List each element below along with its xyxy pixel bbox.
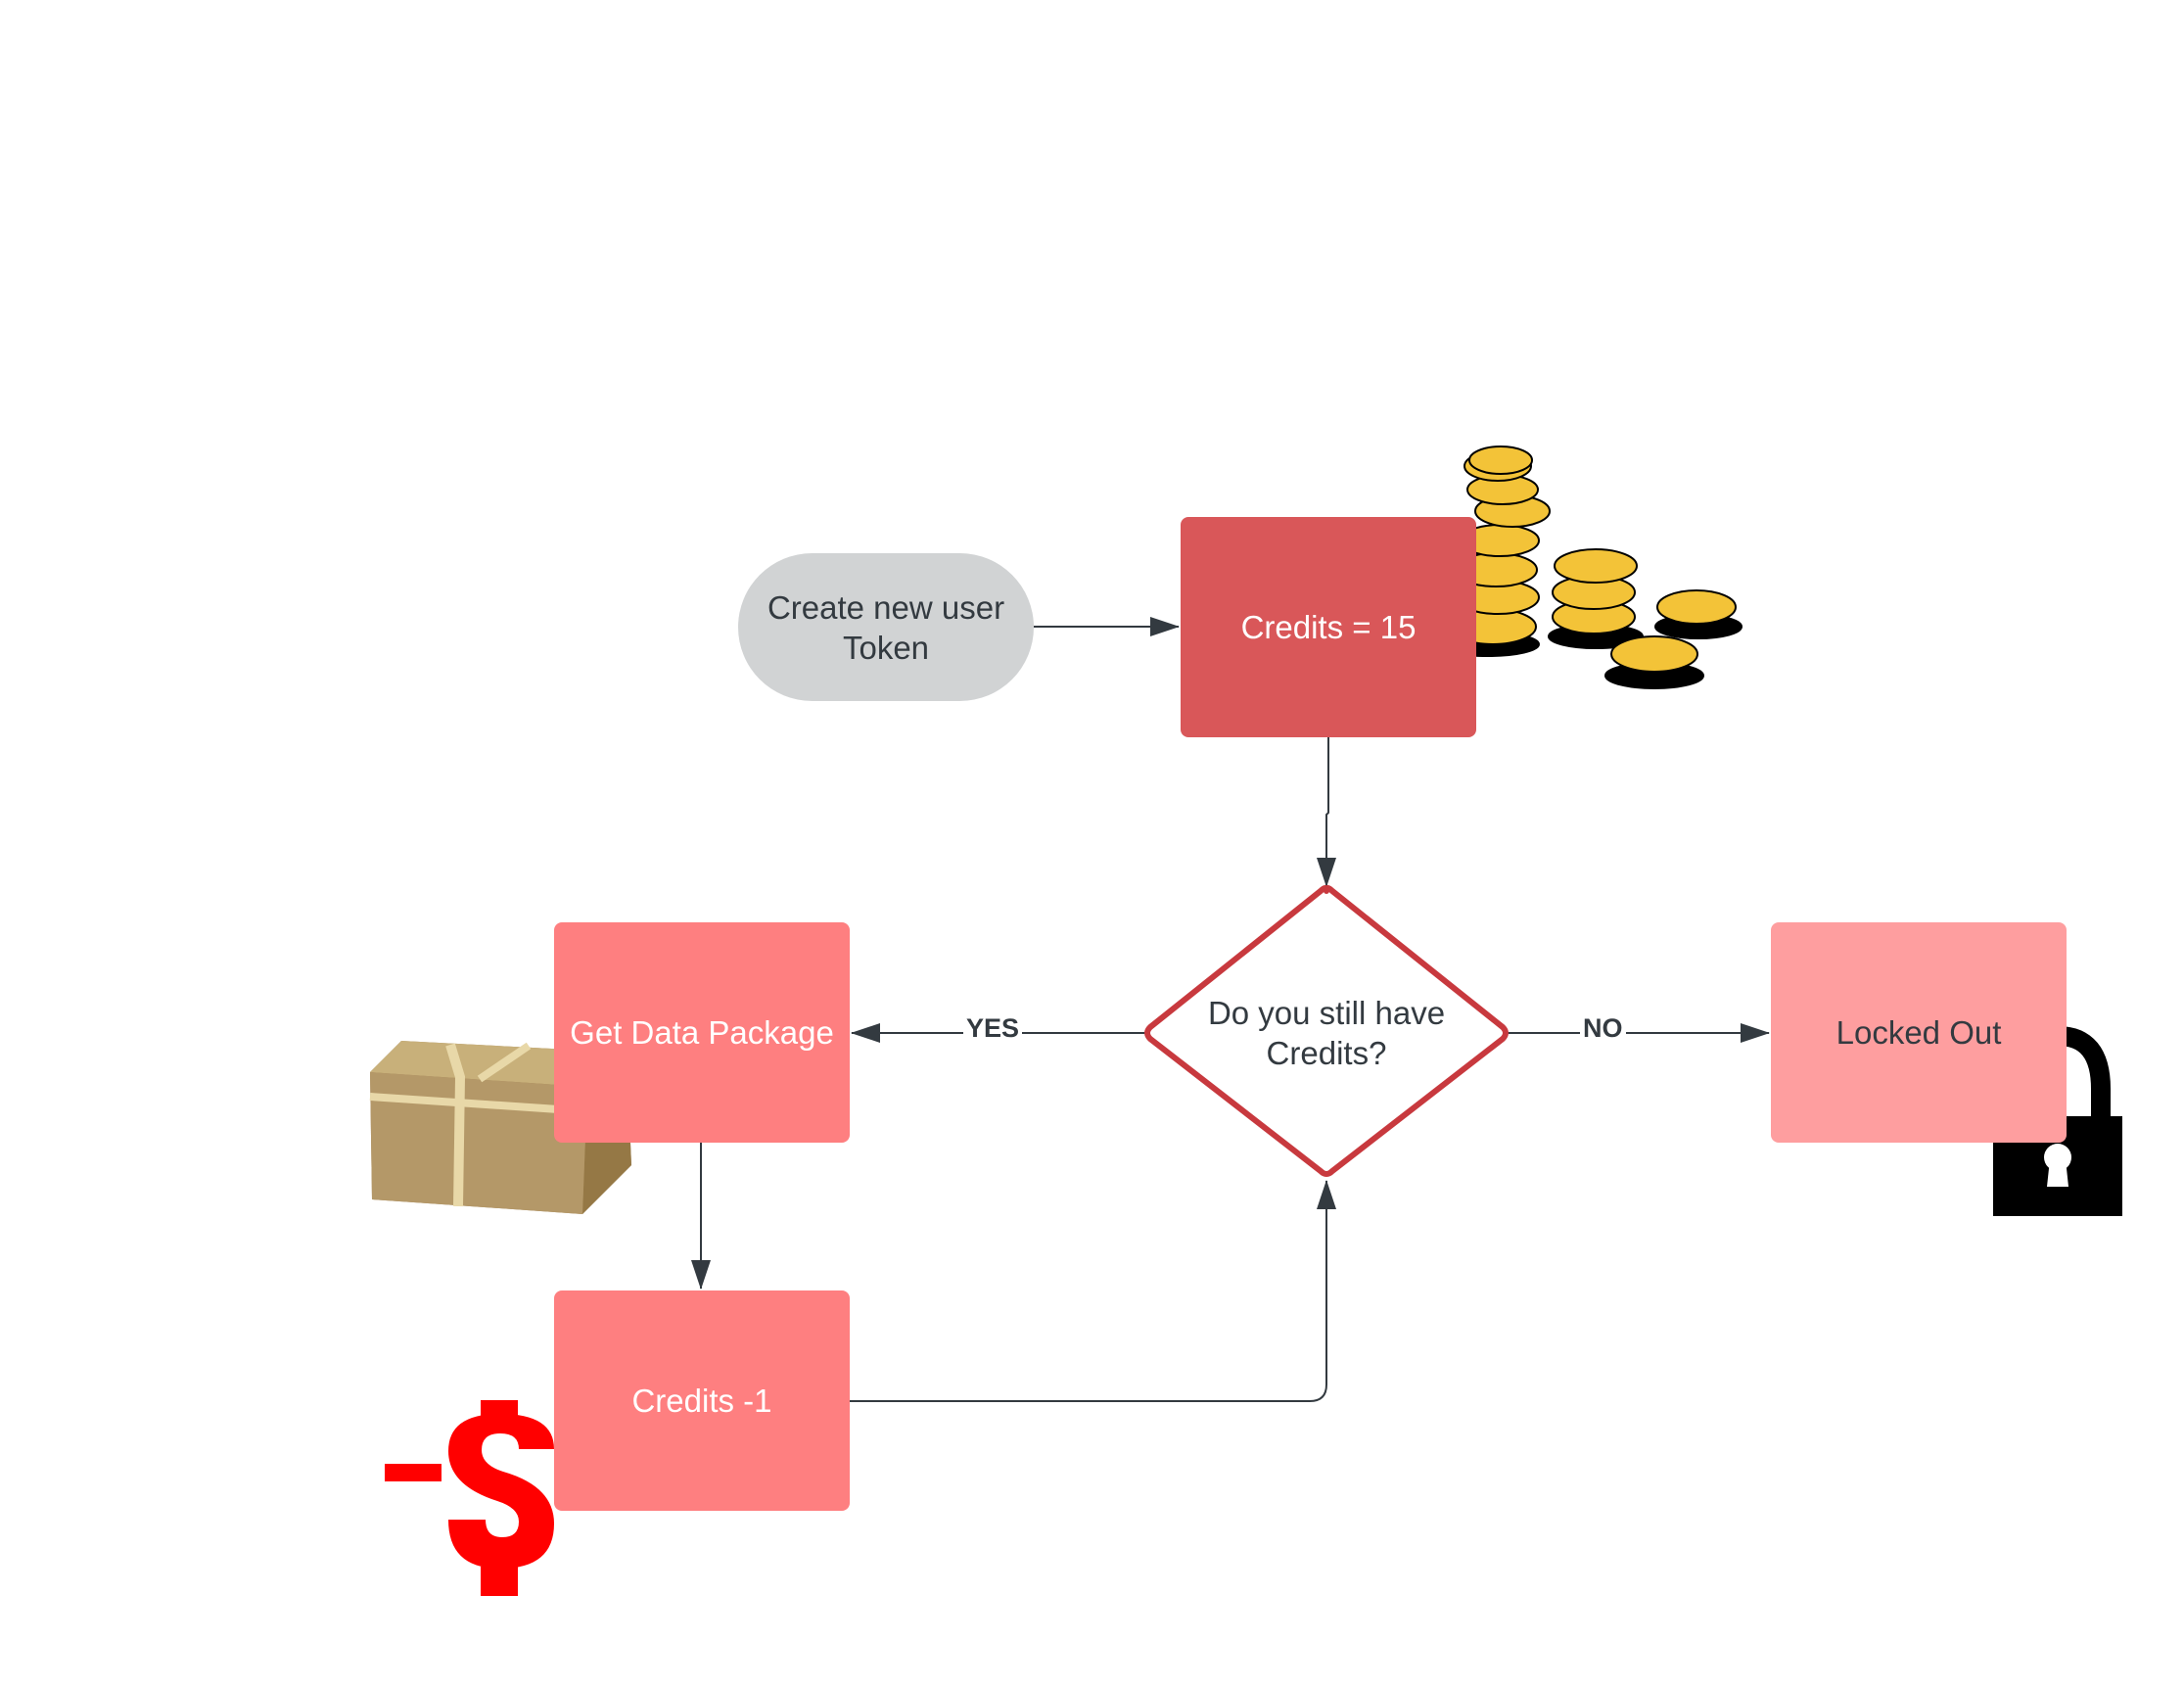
start-terminal: Create new user Token — [738, 553, 1034, 701]
get-data-package-box: Get Data Package — [554, 922, 850, 1143]
decision-label-line-1: Do you still have — [1207, 995, 1446, 1031]
edge-credits-minus-to-decision — [850, 1180, 1336, 1402]
coin-stacks-icon — [1436, 446, 1743, 689]
edge-credits-to-decision — [1317, 737, 1336, 887]
credits-minus-box: Credits -1 — [554, 1290, 850, 1511]
locked-out-label: Locked Out — [1835, 1014, 2002, 1051]
decision-label-line-2: Credits? — [1266, 1035, 1387, 1071]
minus-dollar-icon — [385, 1400, 554, 1596]
credits-minus-label: Credits -1 — [631, 1383, 772, 1419]
locked-out-box: Locked Out — [1771, 922, 2067, 1143]
start-label-line-2: Token — [842, 629, 930, 666]
get-data-package-label: Get Data Package — [570, 1014, 834, 1051]
credits-init-label: Credits = 15 — [1240, 609, 1417, 645]
edge-no-label: NO — [1580, 1012, 1626, 1044]
credits-init-box: Credits = 15 — [1181, 517, 1476, 737]
decision-label: Do you still have Credits? — [1175, 979, 1478, 1087]
start-label-line-1: Create new user — [767, 588, 1005, 626]
decision-diamond — [1144, 885, 1509, 1177]
edge-yes-label: YES — [963, 1012, 1023, 1044]
